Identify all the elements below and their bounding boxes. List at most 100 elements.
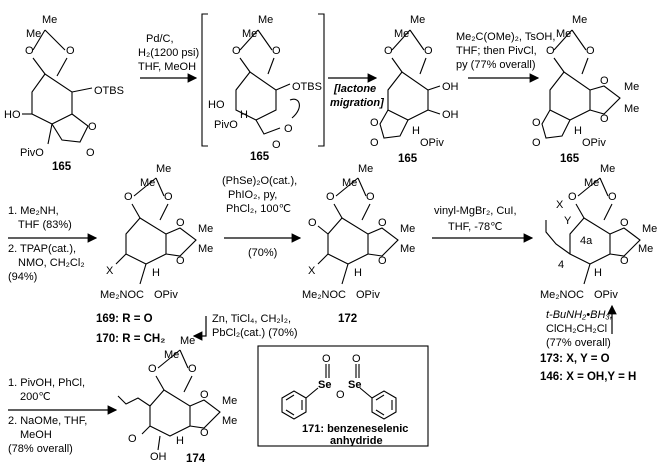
svg-text:Me: Me [638,243,653,255]
svg-text:O: O [600,113,609,125]
step8-line3: (77% overall) [546,337,611,349]
svg-text:Me: Me [156,163,171,175]
svg-text:Me: Me [394,28,409,40]
svg-text:OTBS: OTBS [292,81,322,93]
compound-number: 165 [398,153,418,165]
svg-text:Me: Me [26,28,41,40]
step9-line5: (78% overall) [8,443,73,455]
svg-text:O: O [128,433,137,445]
svg-text:O: O [378,255,387,267]
compound-165-bracket: Me Me O O OTBS HO H O O PivO 165 [201,13,325,163]
step8-line2: ClCH₂CH₂Cl [546,323,607,335]
svg-text:Me₂NOC: Me₂NOC [100,289,144,301]
svg-text:O: O [66,45,75,57]
compound-number: 165 [250,151,270,163]
svg-text:O: O [232,45,241,57]
compound-number: 165 [560,153,580,165]
svg-text:O: O [620,217,629,229]
compound-174: Me Me O O O O Me Me O H OH 174 [117,335,237,465]
svg-text:O: O [586,45,595,57]
reagent-box-171: Se Se O O O 171: benzeneselenic anhydrid… [257,345,429,447]
step9-line1: 1. PivOH, PhCl, [8,377,85,389]
svg-text:Me: Me [342,177,357,189]
svg-text:O: O [272,45,281,57]
svg-text:H: H [176,435,184,447]
step7-line2: PbCl₂(cat.) (70%) [212,327,298,339]
svg-text:OPiv: OPiv [154,289,178,301]
svg-text:O: O [378,217,387,229]
svg-text:Me: Me [140,177,155,189]
svg-text:OPiv: OPiv [356,289,380,301]
compound-169-170: Me Me O O O O Me Me X H Me₂NOC OPiv 169:… [96,163,213,345]
step9-line3: 2. NaOMe, THF, [8,415,87,427]
compound-173-146: Me Me O O O O Me Me X Y 4a 4 H Me₂NOC OP… [540,163,657,383]
svg-text:Me: Me [584,177,599,189]
svg-text:O: O [284,123,293,135]
svg-text:Me: Me [258,14,273,26]
step5-line2: PhIO₂, py, [228,189,277,201]
svg-text:O: O [336,389,345,401]
svg-text:Me: Me [400,223,415,235]
svg-text:O: O [600,75,609,87]
step6-line1: vinyl-MgBr₂, CuI, [434,205,517,217]
step2-line2: migration] [330,97,384,109]
svg-text:OH: OH [150,451,167,463]
svg-text:O: O [532,117,541,129]
step5-line1: (PhSe)₂O(cat.), [222,175,297,187]
svg-text:O: O [326,191,335,203]
svg-text:O: O [200,389,209,401]
svg-text:O: O [608,191,617,203]
svg-text:HO: HO [208,99,225,111]
step4-line2: THF (83%) [18,219,72,231]
svg-text:O: O [124,191,133,203]
step4-line5: (94%) [8,271,37,283]
svg-text:Me: Me [556,28,571,40]
reaction-arrow [192,316,207,341]
svg-text:H: H [594,267,602,279]
svg-text:O: O [25,45,34,57]
svg-text:O: O [308,217,317,229]
svg-text:Me: Me [164,349,179,361]
step1-line2: H₂(1200 psi) [138,47,199,59]
se-atom: Se [318,379,331,391]
svg-text:OPiv: OPiv [582,137,606,149]
compound-number: 172 [338,313,357,325]
def-173: 173: X, Y = O [540,353,610,365]
svg-text:O: O [322,353,331,365]
svg-text:O: O [188,363,197,375]
step5-line3: PhCl₂, 100℃ [226,203,291,215]
step1-line3: THF, MeOH [138,61,196,73]
svg-text:X: X [556,199,564,211]
step3-line1: Me₂C(OMe)₂, TsOH, [456,31,555,43]
svg-text:O: O [546,45,555,57]
def-146: 146: X = OH,Y = H [540,371,636,383]
svg-text:PivO: PivO [214,119,238,131]
svg-text:O: O [164,191,173,203]
svg-text:OTBS: OTBS [94,85,124,97]
compound-165-lactone: Me Me O O OH OH O O H OPiv 165 [370,14,459,165]
svg-text:O: O [176,217,185,229]
svg-text:Me: Me [624,81,639,93]
svg-text:O: O [620,255,629,267]
svg-text:OH: OH [442,109,459,121]
def-169: 169: R = O [96,313,153,325]
svg-text:H: H [152,267,160,279]
step7-line1: Zn, TiCl₄, CH₂I₂, [212,313,291,325]
step2-line1: [lactone [333,83,376,95]
svg-text:H: H [412,125,420,137]
step9-line2: 200℃ [20,391,51,403]
svg-text:Y: Y [564,215,572,227]
se-atom: Se [348,379,361,391]
svg-text:OH: OH [442,81,459,93]
svg-text:O: O [370,117,379,129]
svg-text:H: H [354,267,362,279]
svg-text:OPiv: OPiv [594,289,618,301]
svg-text:Me₂NOC: Me₂NOC [540,289,584,301]
svg-text:O: O [272,139,281,151]
compound-165-acetonide: Me Me O O O O Me Me O O H OPiv 165 [532,14,639,165]
reagent-label: 171: benzeneselenic [302,423,408,435]
svg-text:Me: Me [600,163,615,175]
svg-text:X: X [106,265,114,277]
step3-line3: py (77% overall) [456,59,535,71]
def-170: 170: R = CH₂ [96,333,165,345]
